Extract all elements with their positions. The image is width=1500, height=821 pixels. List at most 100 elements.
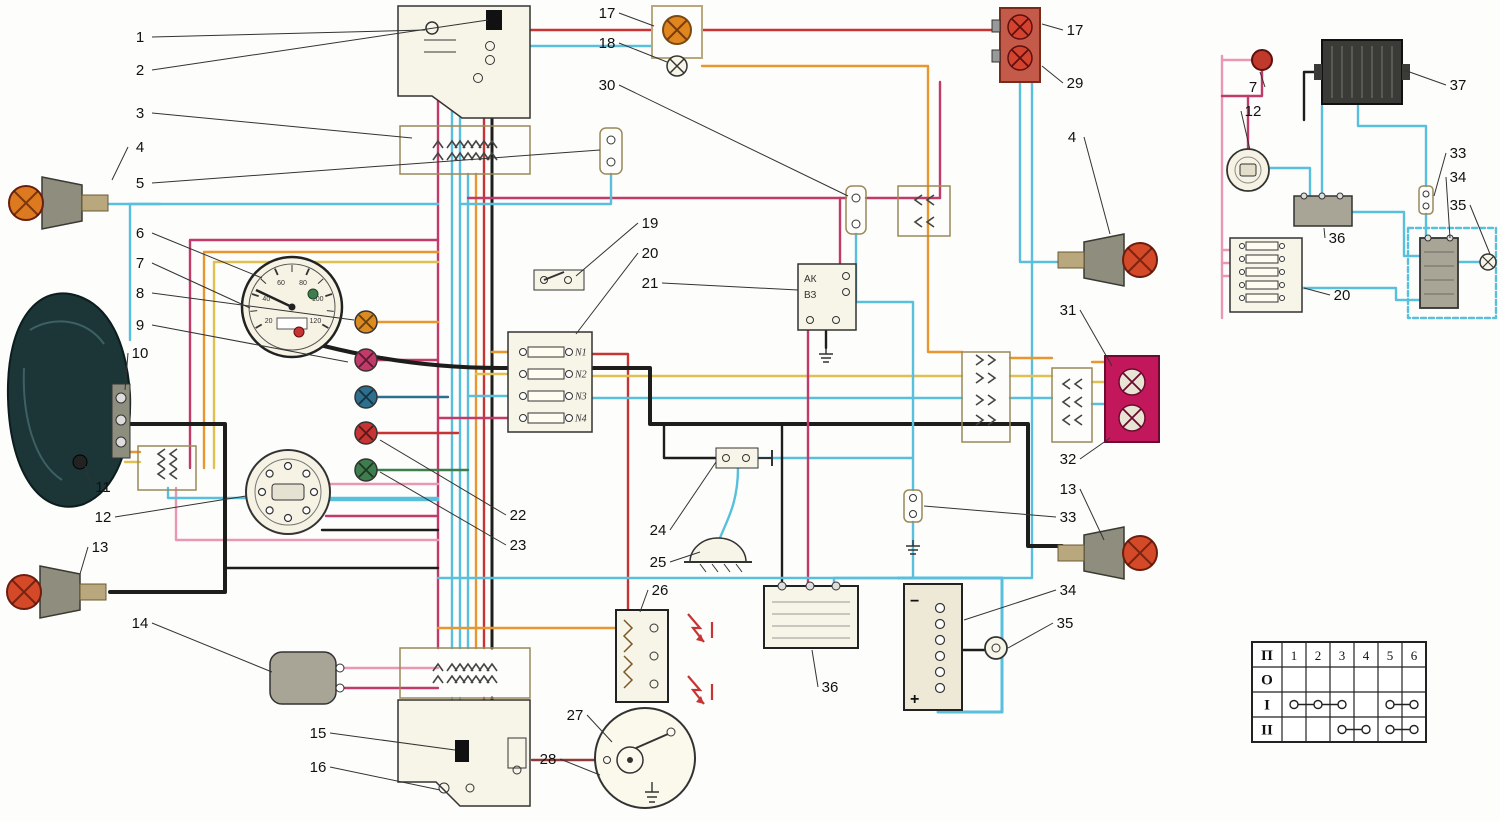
inset-lamp-35 (1479, 253, 1497, 271)
spark-arrows (687, 613, 714, 705)
connector-5 (599, 127, 623, 175)
callout-number: 35 (1057, 615, 1074, 632)
svg-text:1: 1 (1291, 648, 1298, 663)
connector-33 (903, 489, 923, 523)
callout-34: 34 (963, 582, 1076, 621)
callout-6: 6 (136, 225, 263, 279)
connector-block (961, 351, 1011, 443)
inset-fuse-block-20 (1229, 237, 1303, 313)
battery-cells (934, 602, 946, 694)
callout-17: 17 (599, 5, 655, 27)
callout-9: 9 (136, 317, 349, 363)
wire-black (662, 422, 718, 460)
wire-red (588, 352, 630, 612)
callout-13: 13 (1060, 481, 1105, 541)
turn-lamp-front-right (1057, 233, 1158, 287)
callout-34: 34 (1445, 169, 1466, 239)
callout-33: 33 (923, 505, 1077, 526)
ground-symbol (819, 348, 833, 363)
connector-30 (845, 185, 867, 235)
svg-text:П: П (1261, 648, 1273, 664)
inset-connector-33 (1418, 185, 1434, 215)
svg-text:О: О (1261, 673, 1273, 689)
callout-number: 27 (567, 707, 584, 724)
callout-number: 33 (1450, 145, 1467, 162)
callout-number: 7 (1249, 79, 1257, 96)
callout-5: 5 (136, 149, 601, 192)
inset-relay-36 (1293, 192, 1353, 227)
callout-number: 36 (1329, 230, 1346, 247)
callout-number: 5 (136, 175, 144, 192)
callout-number: 28 (540, 751, 557, 768)
wire-cyan (458, 172, 613, 206)
callout-number: 26 (652, 582, 669, 599)
callout-14: 14 (132, 615, 273, 673)
wire-layer (106, 26, 1498, 770)
svg-text:20: 20 (265, 318, 273, 325)
callout-number: 33 (1060, 509, 1077, 526)
breaker-distributor-27 (594, 707, 696, 809)
callout-33: 33 (1433, 145, 1467, 197)
callout-36: 36 (811, 649, 839, 696)
callout-number: 7 (136, 255, 144, 272)
callout-number: 4 (136, 139, 144, 156)
fuse-label: N1 (574, 348, 587, 359)
callout-number: 10 (132, 345, 149, 362)
callout-37: 37 (1403, 69, 1467, 94)
callout-24: 24 (650, 461, 717, 539)
wire-yellow (212, 260, 440, 470)
indicator-lamps (354, 310, 378, 482)
callout-number: 17 (1067, 22, 1084, 39)
battery-plus: + (910, 691, 919, 708)
callout-17: 17 (1041, 22, 1084, 39)
callout-number: 25 (650, 554, 667, 571)
turn-lamp-rear-left (6, 565, 107, 619)
rectifier-26 (615, 609, 669, 703)
switch-19 (533, 269, 585, 291)
speedometer-needle (255, 288, 293, 309)
callout-2: 2 (136, 19, 489, 79)
turn-lamp-front-left (8, 176, 109, 230)
headlight (6, 292, 132, 508)
callout-number: 9 (136, 317, 144, 334)
wire-black (322, 344, 1064, 548)
callout-number: 37 (1450, 77, 1467, 94)
wire-cyan (1350, 210, 1422, 258)
callout-number: 29 (1067, 75, 1084, 92)
dial-lamp-red (293, 326, 305, 338)
junction-unit-bottom (397, 699, 531, 807)
ground-symbol (906, 540, 920, 555)
svg-text:I: I (1264, 698, 1270, 714)
callout-36: 36 (1323, 227, 1346, 247)
wire-cyan (1000, 80, 1034, 580)
callout-8: 8 (136, 285, 355, 321)
callout-number: 20 (1334, 287, 1351, 304)
callout-number: 8 (136, 285, 144, 302)
svg-text:4: 4 (1363, 648, 1370, 663)
ignition-switch (245, 449, 331, 535)
callout-18: 18 (599, 35, 668, 63)
callout-number: 12 (1245, 103, 1262, 120)
connector-block (399, 125, 531, 175)
svg-text:120: 120 (310, 318, 322, 325)
callout-31: 31 (1060, 302, 1113, 367)
callout-23: 23 (379, 471, 526, 554)
brake-switch-24 (715, 447, 773, 469)
battery-minus: − (910, 593, 919, 610)
callout-21: 21 (642, 275, 799, 292)
callout-number: 36 (822, 679, 839, 696)
callout-number: 15 (310, 725, 327, 742)
callout-7: 7 (136, 255, 251, 309)
callout-28: 28 (540, 751, 601, 776)
callout-32: 32 (1060, 437, 1111, 468)
callout-4: 4 (1068, 129, 1111, 235)
callout-number: 20 (642, 245, 659, 262)
callout-number: 24 (650, 522, 667, 539)
handlebar-switch-unit (397, 5, 531, 119)
front-lamp-18 (666, 55, 688, 77)
callout-4: 4 (111, 139, 144, 181)
